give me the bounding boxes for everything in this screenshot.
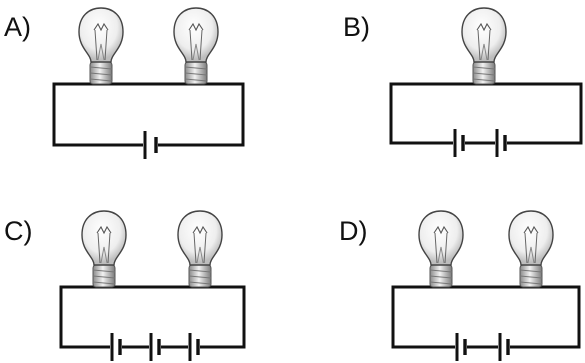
- option-b-bulb-1: [461, 7, 507, 85]
- bulb-glass-icon: [461, 7, 507, 63]
- option-d-label: D): [339, 216, 368, 246]
- bulb-filament-icon: [476, 22, 492, 32]
- bulb-glass-icon: [508, 210, 554, 266]
- option-b-circuit: B): [343, 7, 583, 157]
- option-b-battery: [453, 129, 507, 157]
- bulb-filament-icon: [192, 225, 208, 235]
- option-b-label: B): [343, 12, 370, 42]
- option-d-circuit: D): [339, 210, 581, 361]
- bulb-glass-icon: [418, 210, 464, 266]
- option-a-wire-loop: [52, 82, 245, 147]
- bulb-glass-icon: [81, 210, 127, 266]
- option-c-label: C): [4, 216, 33, 246]
- option-b-wire-loop: [389, 82, 583, 145]
- bulb-filament-icon: [433, 225, 449, 235]
- bulb-filament-icon: [96, 225, 112, 235]
- option-a-label: A): [4, 12, 31, 42]
- option-c-circuit: C): [4, 210, 246, 361]
- bulb-glass-icon: [78, 7, 124, 63]
- bulb-glass-icon: [177, 210, 223, 266]
- option-d-battery: [455, 333, 510, 361]
- option-d-bulb-1: [418, 210, 464, 288]
- option-a-battery: [143, 131, 158, 159]
- option-a-circuit: A): [4, 7, 245, 159]
- bulb-glass-icon: [173, 7, 219, 63]
- option-c-bulb-1: [81, 210, 127, 288]
- option-c-bulb-2: [177, 210, 223, 288]
- option-d-wire-loop: [391, 285, 581, 349]
- option-c-battery: [110, 333, 200, 361]
- bulb-filament-icon: [523, 225, 539, 235]
- bulb-filament-icon: [93, 22, 109, 32]
- option-d-bulb-2: [508, 210, 554, 288]
- option-a-bulb-1: [78, 7, 124, 85]
- option-a-bulb-2: [173, 7, 219, 85]
- bulb-filament-icon: [188, 22, 204, 32]
